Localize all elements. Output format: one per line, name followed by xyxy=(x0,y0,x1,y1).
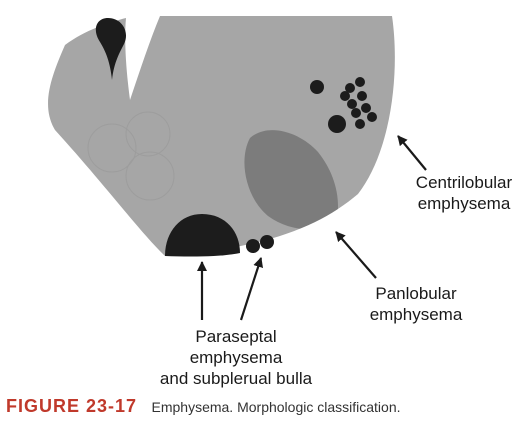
subpleural-bulla xyxy=(165,214,240,257)
emphysema-diagram xyxy=(48,16,427,321)
label-panlobular-line-1: Panlobular xyxy=(375,284,457,303)
label-paraseptal-line-1: Paraseptal xyxy=(195,327,277,346)
label-centrilobular-line-2: emphysema xyxy=(417,194,511,213)
arrow-paraseptal-small xyxy=(239,257,263,321)
pointer-arrows xyxy=(197,135,427,321)
label-paraseptal-line-3: and subplerual bulla xyxy=(159,369,313,388)
airway-shape xyxy=(95,18,127,80)
label-paraseptal: Paraseptal emphysema and subplerual bull… xyxy=(156,326,316,389)
figure-number: FIGURE 23-17 xyxy=(6,396,138,416)
arrow-centrilobular xyxy=(397,135,427,171)
panlobular-region xyxy=(244,130,338,230)
faint-lobule-outlines xyxy=(87,111,175,201)
label-paraseptal-line-2: emphysema xyxy=(189,348,283,367)
label-panlobular-line-2: emphysema xyxy=(369,305,463,324)
figure-caption: FIGURE 23-17 Emphysema. Morphologic clas… xyxy=(6,396,526,417)
label-centrilobular-line-1: Centrilobular xyxy=(415,173,513,192)
label-centrilobular: Centrilobular emphysema xyxy=(398,172,530,214)
arrow-panlobular xyxy=(335,231,377,279)
centrilobular-cluster xyxy=(310,77,377,133)
paraseptal-small-lesions xyxy=(246,235,274,253)
label-panlobular: Panlobular emphysema xyxy=(352,283,480,325)
caption-text: Emphysema. Morphologic classification. xyxy=(151,399,401,415)
